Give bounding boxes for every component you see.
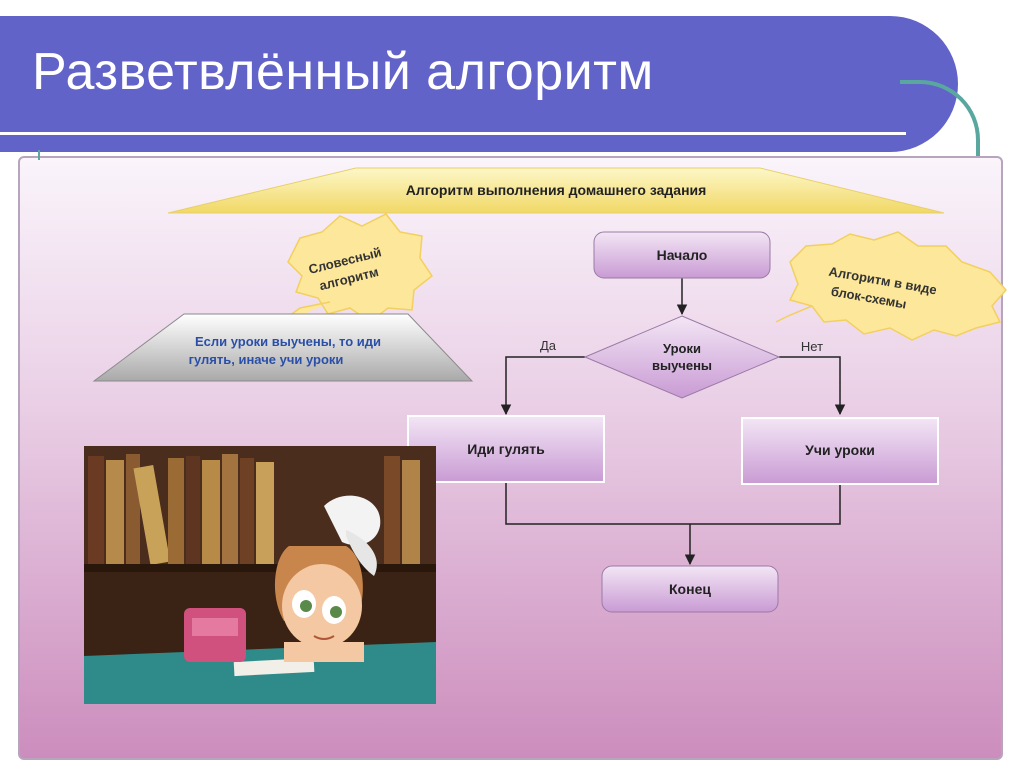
edge-no — [779, 357, 840, 414]
edge-merge — [506, 482, 840, 524]
yes-label: Да — [540, 338, 557, 353]
condition-line2: выучены — [652, 358, 712, 373]
homework-illustration — [84, 446, 436, 704]
banner-text: Алгоритм выполнения домашнего задания — [406, 182, 707, 198]
girl-doing-homework-picture — [84, 446, 436, 704]
yes-action-text: Иди гулять — [467, 441, 545, 457]
callout-flowchart: Алгоритм в виде блок-схемы — [776, 232, 1006, 340]
start-node-text: Начало — [657, 247, 708, 263]
verbal-algorithm-line2: гулять, иначе учи уроки — [189, 352, 344, 367]
end-node-text: Конец — [669, 581, 711, 597]
callout-verbal: Словесный алгоритм — [270, 214, 432, 330]
no-label: Нет — [801, 339, 823, 354]
edge-yes — [506, 357, 585, 414]
no-action-text: Учи уроки — [805, 442, 875, 458]
condition-line1: Уроки — [663, 341, 701, 356]
verbal-algorithm-line1: Если уроки выучены, то иди — [195, 334, 381, 349]
condition-node — [585, 316, 779, 398]
